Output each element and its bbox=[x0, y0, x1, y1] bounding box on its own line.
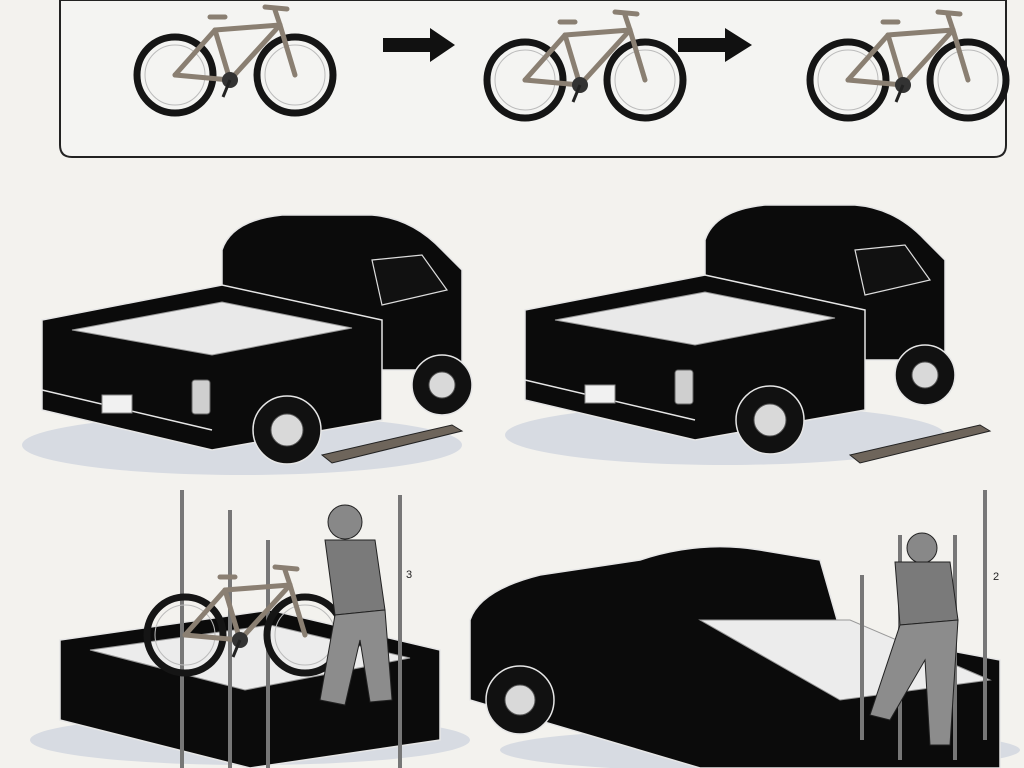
worker-figure-icon bbox=[869, 532, 959, 746]
top-panel bbox=[59, 0, 1006, 158]
step-number-left: 3 bbox=[406, 569, 412, 581]
worker-figure-icon bbox=[319, 504, 393, 706]
pickup-truck-icon bbox=[504, 204, 956, 466]
step-number-right: 2 bbox=[993, 571, 999, 583]
loading-scene-left: 3 bbox=[30, 490, 470, 768]
loading-scene-right: 2 bbox=[469, 490, 1020, 768]
arrow-right-icon bbox=[383, 28, 455, 62]
arrow-right-icon bbox=[678, 28, 752, 62]
